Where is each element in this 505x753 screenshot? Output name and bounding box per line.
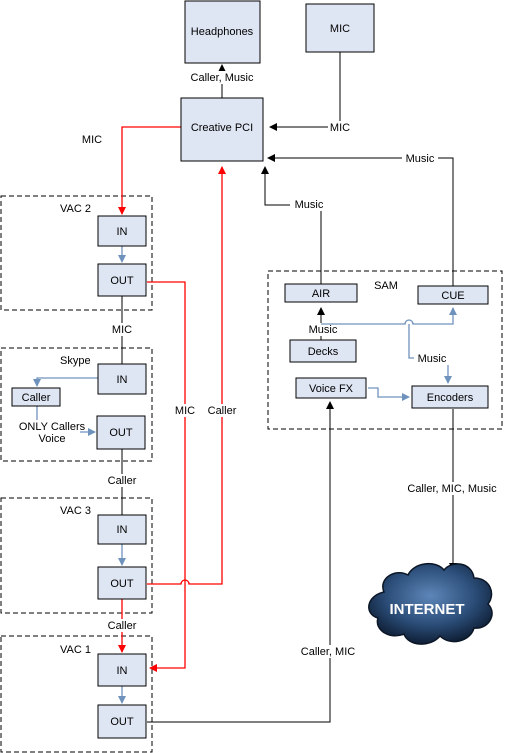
- internet-label: INTERNET: [390, 601, 465, 618]
- group-vac1-label: VAC 1: [60, 644, 91, 656]
- svg-text:IN: IN: [117, 374, 128, 386]
- svg-text:IN: IN: [117, 524, 128, 536]
- svg-text:CUE: CUE: [441, 290, 464, 302]
- svg-text:OUT: OUT: [110, 716, 134, 728]
- group-sam-label: SAM: [374, 280, 398, 292]
- group-vac1: VAC 1: [0, 635, 153, 753]
- edge-voicefx-to-encoders: [368, 387, 410, 401]
- internet-cloud: INTERNET: [368, 563, 493, 645]
- edge-label-vac3-out-to-pci: Caller: [208, 405, 237, 417]
- svg-text:MIC: MIC: [330, 23, 350, 35]
- edge-label-air-to-pci: Music: [295, 199, 324, 211]
- edge-air-to-pci: [261, 166, 322, 284]
- node-headphones: Headphones: [184, 0, 261, 64]
- edge-label-pci-to-vac2: MIC: [82, 134, 102, 146]
- node-skype-in: IN: [97, 363, 147, 395]
- node-decks: Decks: [289, 339, 357, 363]
- node-vac3-in: IN: [97, 514, 147, 545]
- svg-text:Caller: Caller: [22, 392, 51, 404]
- group-vac3-label: VAC 3: [60, 505, 91, 517]
- svg-text:IN: IN: [117, 665, 128, 677]
- edge-skype-in-to-caller: [33, 377, 98, 387]
- node-air: AIR: [284, 283, 358, 303]
- edge-cue-to-pci: [267, 154, 454, 286]
- node-voice-fx: Voice FX: [295, 377, 367, 399]
- svg-text:Headphones: Headphones: [191, 26, 254, 38]
- svg-text:IN: IN: [117, 226, 128, 238]
- svg-text:Creative PCI: Creative PCI: [191, 122, 253, 134]
- edge-label-vac3-to-vac1: Caller: [108, 620, 137, 632]
- edge-vac3-out-to-pci: [147, 166, 226, 585]
- svg-text:Decks: Decks: [308, 346, 339, 358]
- node-creative-pci: Creative PCI: [180, 97, 264, 162]
- group-vac2-label: VAC 2: [60, 203, 91, 215]
- svg-text:Encoders: Encoders: [427, 392, 474, 404]
- edge-label-skype-to-vac3: Caller: [108, 475, 137, 487]
- group-sam: [267, 270, 503, 430]
- edge-vac1-out-to-voicefx: [147, 401, 334, 723]
- node-skype-out: OUT: [96, 415, 146, 450]
- svg-text:OUT: OUT: [109, 427, 133, 439]
- edge-label-decks-music: Music: [309, 324, 338, 336]
- edge-decks-to-cue: [321, 307, 457, 325]
- edge-vac2-out-to-vac1-in: [147, 281, 186, 672]
- edge-label-encoders-to-internet: Caller, MIC, Music: [407, 483, 497, 495]
- svg-text:OUT: OUT: [110, 275, 134, 287]
- node-skype-caller: Caller: [11, 387, 61, 407]
- group-vac3: VAC 3: [0, 497, 153, 614]
- edge-label-cue-to-pci: Music: [406, 153, 435, 165]
- node-vac2-out: OUT: [97, 263, 147, 297]
- node-mic: MIC: [305, 3, 375, 53]
- svg-text:AIR: AIR: [312, 288, 330, 300]
- node-encoders: Encoders: [411, 385, 489, 409]
- edge-label-pci-to-headphones: Caller, Music: [191, 72, 254, 84]
- edge-label-vac2-to-skype: MIC: [112, 324, 132, 336]
- edge-label-decks-to-encoders: Music: [418, 353, 447, 365]
- svg-text:Voice FX: Voice FX: [309, 383, 354, 395]
- edge-label-mic-to-pci: MIC: [330, 122, 350, 134]
- group-skype-label: Skype: [60, 355, 91, 367]
- node-vac1-in: IN: [97, 653, 147, 687]
- edge-pci-to-vac2-in: [118, 126, 181, 215]
- node-cue: CUE: [417, 285, 489, 305]
- node-vac1-out: OUT: [97, 704, 147, 739]
- group-vac2: VAC 2: [0, 195, 153, 311]
- edge-mic-to-pci: [269, 52, 341, 131]
- skype-caller-note-line1: ONLY Callers: [19, 421, 86, 433]
- skype-caller-note-line2: Voice: [39, 433, 66, 445]
- svg-text:OUT: OUT: [110, 578, 134, 590]
- node-vac3-out: OUT: [97, 566, 147, 600]
- node-vac2-in: IN: [97, 215, 147, 247]
- group-skype: Skype: [0, 347, 153, 462]
- edge-label-vac1-out-to-voicefx: Caller, MIC: [301, 646, 355, 658]
- edge-label-vac2-out-to-vac1-in: MIC: [175, 405, 195, 417]
